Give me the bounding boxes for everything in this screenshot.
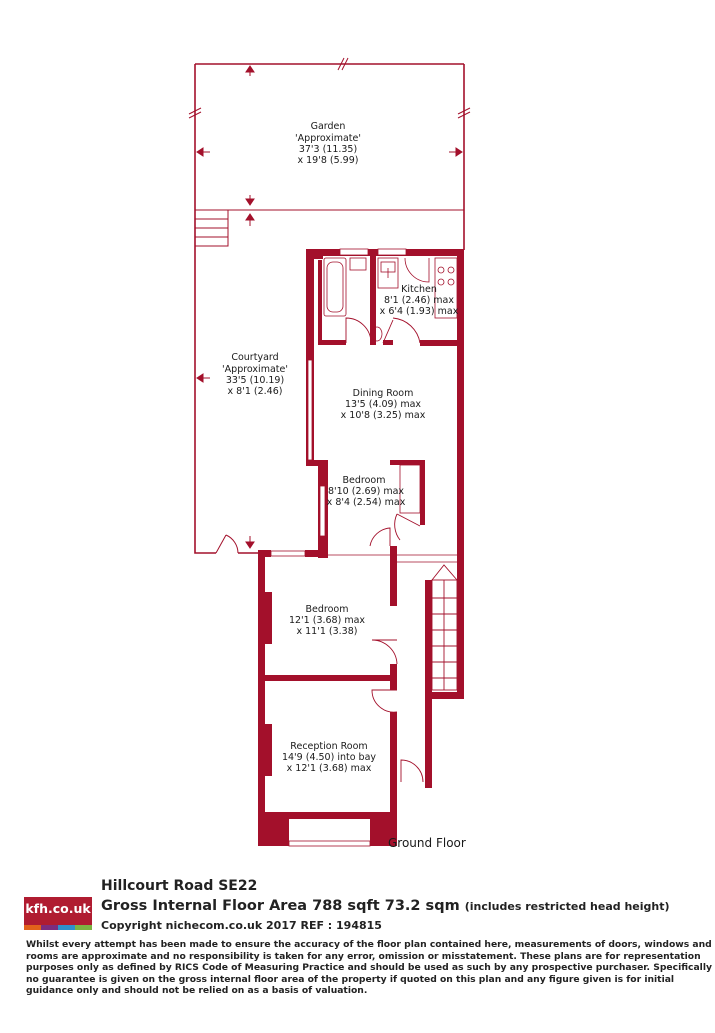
logo-stripe-green [75, 925, 92, 930]
logo-stripe-blue [58, 925, 75, 930]
reception-room-dim1: 14'9 (4.50) into bay [282, 752, 376, 763]
hallway-lines [328, 554, 457, 563]
courtyard-dim2: x 8'1 (2.46) [228, 386, 283, 397]
copyright: Copyright nichecom.co.uk 2017 REF : 1948… [101, 919, 382, 932]
floor-area-main: Gross Internal Floor Area 788 sqft 73.2 … [101, 898, 460, 914]
kitchen-dim1: 8'1 (2.46) max [384, 295, 454, 306]
windows [270, 248, 407, 847]
garden-steps [194, 209, 229, 247]
outdoor-outline [194, 63, 465, 554]
bedroom-front-dim2: x 11'1 (3.38) [297, 626, 358, 637]
logo-text: kfh.co.uk [25, 901, 91, 916]
bedroom-rear-dim2: x 8'4 (2.54) max [327, 497, 406, 508]
logo-stripe-orange [24, 925, 41, 930]
courtyard-qualifier: 'Approximate' [222, 364, 288, 375]
agency-logo: kfh.co.uk [24, 897, 92, 930]
garden-dim2: x 19'8 (5.99) [298, 155, 359, 166]
reception-room-name: Reception Room [290, 741, 367, 752]
garden-name: Garden [311, 121, 346, 132]
floor-plan: Garden 'Approximate' 37'3 (11.35) x 19'8… [188, 57, 471, 850]
kitchen-dim2: x 6'4 (1.93) max [380, 306, 459, 317]
dimension-arrows [196, 65, 463, 549]
bedroom-cupboard [399, 464, 421, 514]
reception-room-dim2: x 12'1 (3.68) max [287, 763, 372, 774]
dining-room-dim1: 13'5 (4.09) max [345, 399, 421, 410]
courtyard-name: Courtyard [231, 352, 278, 363]
logo-stripe-purple [41, 925, 58, 930]
garden-dim1: 37'3 (11.35) [299, 144, 357, 155]
staircase [431, 564, 458, 691]
bathroom-fixtures [323, 257, 383, 342]
break-markers [188, 57, 471, 119]
bedroom-front-name: Bedroom [306, 604, 349, 615]
disclaimer: Whilst every attempt has been made to en… [26, 939, 712, 996]
property-address: Hillcourt Road SE22 [101, 878, 258, 894]
kitchen-fixtures [377, 257, 458, 319]
bedroom-rear-dim1: 8'10 (2.69) max [328, 486, 404, 497]
courtyard-door [215, 534, 239, 554]
bedroom-rear-name: Bedroom [343, 475, 386, 486]
logo-stripes [24, 925, 92, 930]
floor-area-note: (includes restricted head height) [464, 900, 670, 913]
kitchen-name: Kitchen [401, 284, 437, 295]
dining-room-dim2: x 10'8 (3.25) max [341, 410, 426, 421]
courtyard-dim1: 33'5 (10.19) [226, 375, 284, 386]
bedroom-front-dim1: 12'1 (3.68) max [289, 615, 365, 626]
floor-label: Ground Floor [388, 836, 466, 850]
dining-room-name: Dining Room [353, 388, 414, 399]
garden-qualifier: 'Approximate' [295, 133, 361, 144]
internal-doors [345, 317, 424, 783]
room-labels: Garden 'Approximate' 37'3 (11.35) x 19'8… [222, 121, 466, 850]
floor-area: Gross Internal Floor Area 788 sqft 73.2 … [101, 898, 670, 914]
